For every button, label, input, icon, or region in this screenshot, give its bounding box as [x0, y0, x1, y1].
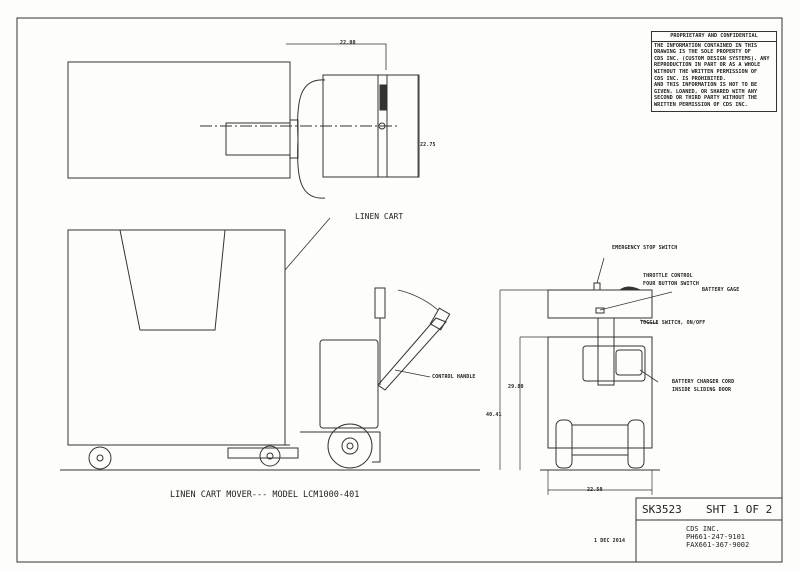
company-phone: PH661-247-9101 [686, 533, 746, 541]
side-view [60, 217, 480, 471]
label-throttle-2: FOUR BUTTON SWITCH [643, 281, 699, 287]
label-charger-1: BATTERY CHARGER CORD [672, 379, 735, 385]
drawing-caption: LINEN CART MOVER--- MODEL LCM1000-401 [170, 490, 360, 500]
title-block [635, 497, 783, 563]
notice-title: PROPRIETARY AND CONFIDENTIAL [652, 32, 776, 42]
drawing-date: 1 DEC 2014 [594, 538, 626, 544]
dim-front-width: 22.50 [587, 487, 603, 493]
dim-top-width: 22.00 [340, 40, 356, 46]
sheet-border [16, 17, 783, 563]
label-emergency-stop: EMERGENCY STOP SWITCH [612, 245, 678, 251]
top-view [67, 43, 420, 199]
label-throttle-1: THROTTLE CONTROL [643, 273, 693, 279]
label-charger-2: INSIDE SLIDING DOOR [672, 387, 732, 393]
label-battery-gage: BATTERY GAGE [702, 287, 740, 293]
company-name: CDS INC. [686, 525, 720, 533]
front-view [499, 257, 673, 495]
company-fax: FAX661-367-9002 [686, 541, 750, 549]
label-toggle-switch: TOGGLE SWITCH, ON/OFF [640, 320, 706, 326]
sheet-number: SHT 1 OF 2 [706, 503, 773, 516]
notice-body: THE INFORMATION CONTAINED IN THIS DRAWIN… [654, 42, 770, 108]
dim-top-depth: 22.75 [420, 142, 436, 148]
dim-front-height-2: 40.41 [486, 412, 502, 418]
drawing-number: SK3523 [642, 503, 682, 516]
proprietary-notice: PROPRIETARY AND CONFIDENTIAL THE INFORMA… [651, 31, 777, 112]
label-linen-cart: LINEN CART [355, 212, 404, 221]
dim-front-height-1: 29.80 [508, 384, 524, 390]
label-control-handle: CONTROL HANDLE [432, 374, 476, 380]
